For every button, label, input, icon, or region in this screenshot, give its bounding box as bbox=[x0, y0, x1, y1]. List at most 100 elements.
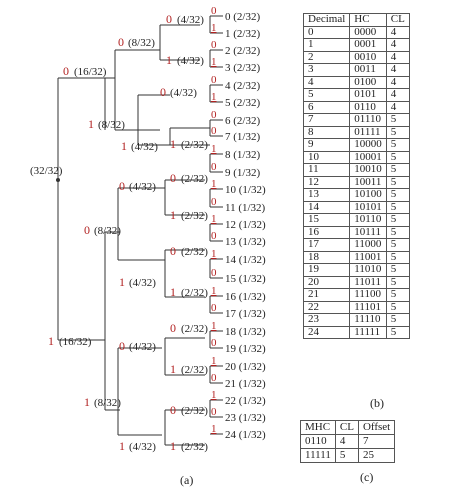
branch-probability: (4/32) bbox=[129, 277, 156, 289]
code-table-header-row: Decimal HC CL bbox=[302, 13, 410, 27]
branch-probability: (2/32) bbox=[181, 246, 208, 258]
table-cell: 7 bbox=[357, 434, 396, 449]
table-cell: 21 bbox=[302, 288, 351, 302]
branch-bit: 0 bbox=[84, 223, 90, 237]
table-cell: 6 bbox=[302, 100, 351, 114]
leaf-label: 7 (1/32) bbox=[225, 131, 260, 143]
leaf-label: 23 (1/32) bbox=[225, 412, 266, 424]
table-cell: 11111 bbox=[349, 325, 387, 339]
offset-table-header-row: MHC CL Offset bbox=[300, 420, 396, 435]
leaf-label: 17 (1/32) bbox=[225, 308, 266, 320]
branch-bit: 1 bbox=[84, 395, 90, 409]
leaf-label: 18 (1/32) bbox=[225, 326, 266, 338]
branch-probability: (16/32) bbox=[59, 336, 92, 348]
header-offset: Offset bbox=[357, 420, 396, 435]
table-cell: 0001 bbox=[349, 38, 387, 52]
table-cell: 0 bbox=[302, 25, 351, 39]
leaf-label: 15 (1/32) bbox=[225, 273, 266, 285]
branch-probability: (8/32) bbox=[94, 225, 121, 237]
branch-bit: 1 bbox=[119, 275, 125, 289]
table-cell: 10011 bbox=[349, 175, 387, 189]
leaf-bit: 1 bbox=[211, 213, 217, 225]
table-cell: 0011 bbox=[349, 63, 387, 77]
branch-bit: 0 bbox=[170, 321, 176, 335]
branch-bit: 1 bbox=[170, 285, 176, 299]
leaf-bit: 0 bbox=[211, 109, 217, 121]
header-decimal: Decimal bbox=[302, 13, 351, 27]
branch-probability: (8/32) bbox=[94, 397, 121, 409]
table-cell: 11110 bbox=[349, 313, 387, 327]
table-cell: 4 bbox=[334, 434, 359, 449]
table-cell: 20 bbox=[302, 275, 351, 289]
leaf-bit: 1 bbox=[211, 389, 217, 401]
table-cell: 0010 bbox=[349, 50, 387, 64]
leaf-label: 2 (2/32) bbox=[225, 45, 260, 57]
table-cell: 5 bbox=[385, 288, 410, 302]
table-cell: 8 bbox=[302, 125, 351, 139]
table-cell: 10110 bbox=[349, 213, 387, 227]
table-cell: 0110 bbox=[300, 434, 336, 449]
branch-probability: (2/32) bbox=[181, 287, 208, 299]
table-cell: 5 bbox=[385, 138, 410, 152]
branch-bit: 0 bbox=[63, 64, 69, 78]
leaf-label: 6 (2/32) bbox=[225, 115, 260, 127]
table-cell: 5 bbox=[385, 213, 410, 227]
leaf-label: 21 (1/32) bbox=[225, 378, 266, 390]
leaf-label: 19 (1/32) bbox=[225, 343, 266, 355]
table-cell: 10100 bbox=[349, 188, 387, 202]
table-cell: 10001 bbox=[349, 150, 387, 164]
branch-bit: 1 bbox=[88, 117, 94, 131]
table-cell: 25 bbox=[357, 448, 396, 463]
table-cell: 5 bbox=[385, 188, 410, 202]
table-cell: 10111 bbox=[349, 225, 387, 239]
table-cell: 11100 bbox=[349, 288, 387, 302]
branch-bit: 0 bbox=[119, 339, 125, 353]
branch-probability: (4/32) bbox=[177, 55, 204, 67]
table-cell: 5 bbox=[385, 238, 410, 252]
table-cell: 11010 bbox=[349, 263, 387, 277]
leaf-bit: 0 bbox=[211, 230, 217, 242]
branch-probability: (8/32) bbox=[98, 119, 125, 131]
caption-a: (a) bbox=[180, 473, 193, 487]
leaf-label: 3 (2/32) bbox=[225, 62, 260, 74]
caption-c: (c) bbox=[360, 470, 374, 484]
leaf-label: 1 (2/32) bbox=[225, 28, 260, 40]
leaf-bit: 1 bbox=[211, 285, 217, 297]
table-cell: 10000 bbox=[349, 138, 387, 152]
leaf-label: 13 (1/32) bbox=[225, 236, 266, 248]
header-hc: HC bbox=[349, 13, 387, 27]
branch-probability: (4/32) bbox=[129, 341, 156, 353]
table-cell: 15 bbox=[302, 213, 351, 227]
table-cell: 4 bbox=[385, 63, 410, 77]
branch-probability: (4/32) bbox=[129, 441, 156, 453]
leaf-bit: 0 bbox=[211, 196, 217, 208]
table-cell: 4 bbox=[385, 50, 410, 64]
table-cell: 4 bbox=[302, 75, 351, 89]
leaf-bit: 0 bbox=[211, 267, 217, 279]
table-cell: 12 bbox=[302, 175, 351, 189]
leaf-bit: 1 bbox=[211, 22, 217, 34]
branch-bit: 0 bbox=[170, 403, 176, 417]
table-cell: 5 bbox=[385, 325, 410, 339]
leaf-label: 14 (1/32) bbox=[225, 254, 266, 266]
branch-probability: (2/32) bbox=[181, 405, 208, 417]
leaf-bit: 0 bbox=[211, 39, 217, 51]
leaf-bit: 1 bbox=[211, 56, 217, 68]
table-cell: 5 bbox=[385, 275, 410, 289]
table-cell: 5 bbox=[385, 113, 410, 127]
leaf-bit: 1 bbox=[211, 355, 217, 367]
table-cell: 10010 bbox=[349, 163, 387, 177]
table-cell: 17 bbox=[302, 238, 351, 252]
